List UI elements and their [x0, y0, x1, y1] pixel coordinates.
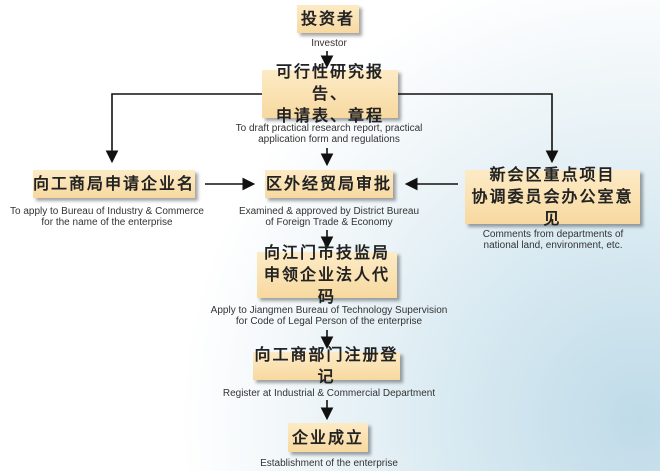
- caption-report-1: To draft practical research report, prac…: [235, 123, 423, 134]
- caption-establish: Establishment of the enterprise: [260, 458, 398, 469]
- node-approve: 区外经贸局审批: [265, 170, 393, 198]
- caption-comments-1: Comments from departments of: [482, 229, 624, 240]
- node-establish: 企业成立: [288, 423, 368, 452]
- node-investor-zh: 投资者: [300, 9, 355, 28]
- arrow-report-name: [105, 93, 262, 164]
- node-comments: 新会区重点项目协调委员会办公室意见: [465, 165, 640, 228]
- caption-report-2: application form and regulations: [258, 134, 400, 145]
- node-code-zh2: 申领企业法人代码: [263, 265, 390, 306]
- caption-code-2: for Code of Legal Person of the enterpri…: [235, 316, 423, 327]
- node-approve-zh: 区外经贸局审批: [265, 174, 392, 193]
- node-report-zh1: 可行性研究报告、: [275, 62, 384, 103]
- node-comments-zh2: 协调委员会办公室意见: [471, 187, 634, 228]
- caption-code-1: Apply to Jiangmen Bureau of Technology S…: [210, 305, 448, 316]
- caption-register: Register at Industrial & Commercial Depa…: [222, 388, 436, 399]
- node-investor: 投资者: [297, 5, 359, 33]
- node-register-zh: 向工商部门注册登记: [254, 345, 399, 386]
- node-code: 向江门市技监局申领企业法人代码: [257, 243, 397, 306]
- node-code-zh1: 向江门市技监局: [263, 243, 390, 262]
- node-establish-zh: 企业成立: [291, 427, 364, 447]
- node-name: 向工商局申请企业名: [33, 170, 195, 198]
- caption-investor: Investor: [311, 38, 347, 49]
- node-name-zh: 向工商局申请企业名: [33, 174, 196, 193]
- node-register: 向工商部门注册登记: [253, 345, 400, 386]
- caption-report: To draft practical research report, prac…: [236, 123, 423, 145]
- caption-approve-2: of Foreign Trade & Economy: [265, 217, 393, 228]
- arrow-report-comments: [397, 93, 559, 164]
- node-report: 可行性研究报告、申请表、章程: [262, 62, 398, 125]
- caption-code: Apply to Jiangmen Bureau of Technology S…: [211, 305, 448, 327]
- caption-approve-1: Examined & approved by District Bureau: [238, 206, 420, 217]
- caption-name-2: for the name of the enterprise: [41, 217, 173, 228]
- node-comments-zh1: 新会区重点项目: [489, 165, 616, 184]
- node-report-zh2: 申请表、章程: [275, 106, 384, 125]
- caption-name: To apply to Bureau of Industry & Commerc…: [10, 206, 204, 228]
- caption-name-1: To apply to Bureau of Industry & Commerc…: [10, 206, 204, 217]
- caption-comments-2: national land, environment, etc.: [483, 240, 623, 251]
